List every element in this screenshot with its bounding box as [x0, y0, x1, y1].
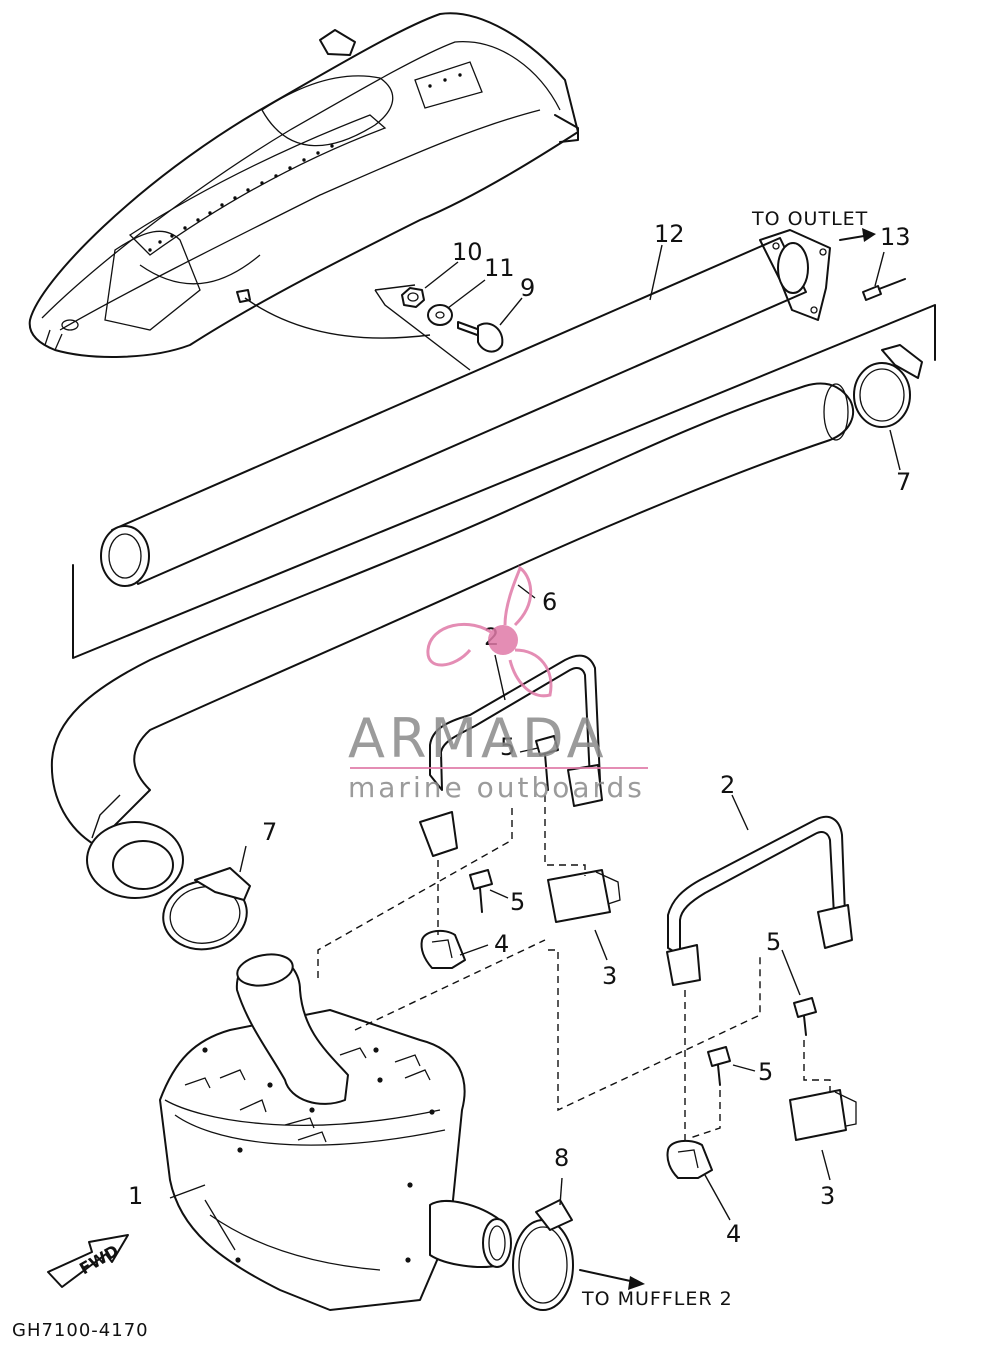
- watermark: ARMADA marine outboards: [348, 565, 648, 804]
- assembly-guides: [317, 795, 831, 1140]
- clip-4-a: [420, 929, 466, 969]
- part-number-6: 6: [542, 588, 557, 616]
- watermark-tagline: marine outboards: [348, 771, 645, 804]
- exhaust-pipe-12: [100, 229, 831, 587]
- muffler-body-1: [159, 953, 512, 1311]
- part-number-7-lower: 7: [262, 818, 277, 846]
- to-muffler-label: TO MUFFLER 2: [581, 1288, 733, 1310]
- bolt-5-a: [535, 735, 559, 791]
- hull-mount-bolt: [236, 289, 251, 303]
- hose-clamp-8: [512, 1199, 574, 1311]
- washer-11: [427, 304, 453, 326]
- part-leaders: [169, 244, 901, 1221]
- part-number-11: 11: [484, 254, 515, 282]
- to-outlet-label: TO OUTLET: [751, 208, 868, 230]
- bolt-5-b: [469, 869, 493, 913]
- part-number-4-a: 4: [494, 930, 509, 958]
- clip-4-b: [666, 1139, 713, 1179]
- fwd-arrow: FWD: [47, 1234, 129, 1288]
- rubber-block-3-b: [789, 1089, 857, 1141]
- part-number-8: 8: [554, 1144, 569, 1172]
- part-number-5-c: 5: [766, 928, 781, 956]
- bolt-5-d: [707, 1046, 731, 1086]
- watercraft-hull: [28, 12, 579, 358]
- hose-clamp-7-lower: [162, 867, 251, 951]
- part-number-10: 10: [452, 238, 483, 266]
- part-number-2-lower: 2: [720, 771, 735, 799]
- bracket-2-lower: [666, 815, 853, 986]
- bolt-9: [457, 321, 481, 337]
- exhaust-hose-6: [50, 382, 855, 899]
- part-number-13: 13: [880, 223, 911, 251]
- watermark-brand: ARMADA: [348, 707, 608, 770]
- part-number-5-a: 5: [500, 733, 515, 761]
- propeller-logo-icon: [426, 565, 553, 698]
- part-number-5-d: 5: [758, 1058, 773, 1086]
- fastener-group: [374, 284, 504, 371]
- part-number-1: 1: [128, 1182, 143, 1210]
- part-number-3-a: 3: [602, 962, 617, 990]
- muffler-arrow: [579, 1269, 636, 1283]
- hose-clamp-7-upper: [853, 344, 923, 428]
- part-number-12: 12: [654, 220, 685, 248]
- hull-mount-leader: [244, 297, 431, 339]
- part-number-7-upper: 7: [896, 468, 911, 496]
- frame-outline: [72, 304, 936, 659]
- part-number-5-b: 5: [510, 888, 525, 916]
- bracket-2-upper: [419, 654, 603, 857]
- rubber-block-3-a: [547, 869, 621, 923]
- pin-13: [862, 278, 906, 301]
- propeller-hub-icon: [488, 625, 518, 655]
- drawing-code: GH7100-4170: [12, 1320, 149, 1341]
- part-number-9: 9: [520, 274, 535, 302]
- nut-10: [401, 287, 425, 308]
- bolt-5-c: [793, 997, 817, 1036]
- part-number-4-b: 4: [726, 1220, 741, 1248]
- part-number-3-b: 3: [820, 1182, 835, 1210]
